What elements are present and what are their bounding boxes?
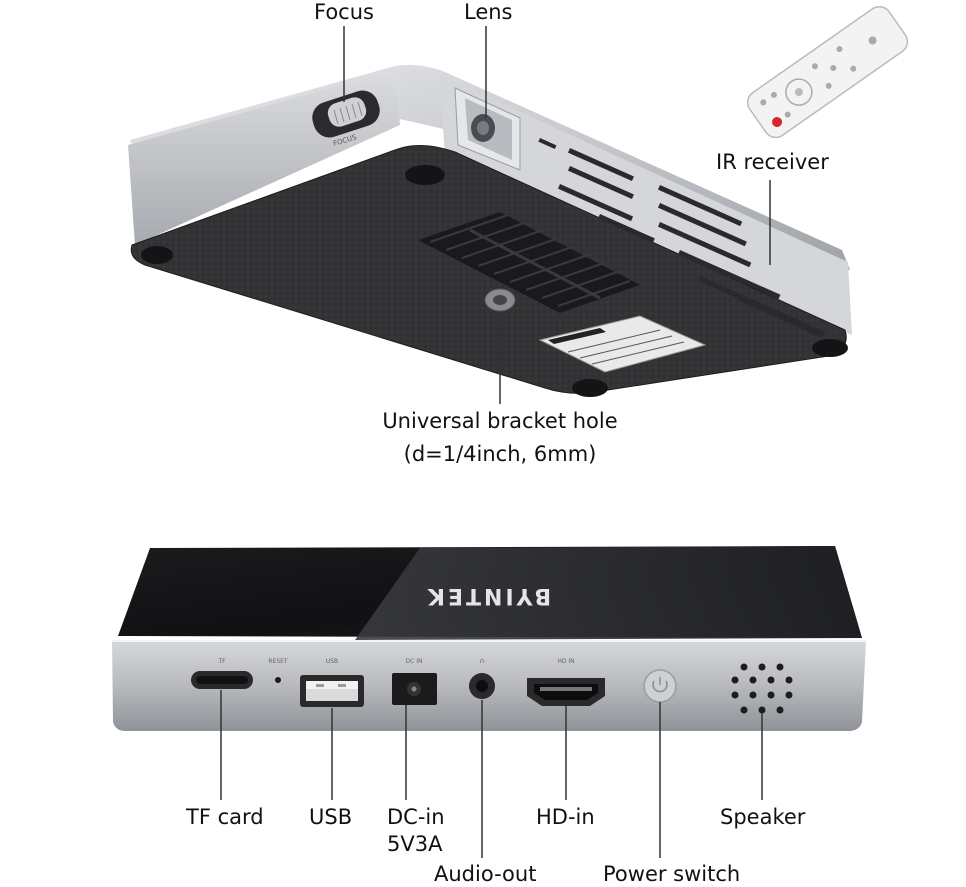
tf-card-slot: TF (191, 658, 253, 689)
power-button-icon (772, 117, 783, 128)
focus-wheel: FOCUS (312, 90, 380, 148)
power-icon (652, 680, 668, 693)
bracket-hole (484, 288, 516, 312)
dc-in-port: DC IN (392, 658, 437, 705)
port-label-dc: DC IN (406, 658, 423, 665)
port-label-tf: TF (217, 658, 226, 665)
dpad-icon (785, 78, 813, 106)
remote-control (746, 5, 909, 139)
label-ir-receiver: IR receiver (716, 150, 829, 174)
audio-jack: ∩ (469, 657, 495, 699)
label-hd-in: HD-in (536, 805, 595, 829)
reset-hole: RESET (268, 658, 288, 683)
projector-underside: FOCUS (128, 64, 852, 397)
rating-sticker (538, 315, 707, 373)
label-dc-in-rating: 5V3A (387, 832, 443, 856)
port-label-hd: HD IN (557, 658, 574, 665)
leader-lines (220, 26, 771, 858)
power-button (643, 669, 677, 703)
hd-in-port: HD IN (527, 658, 605, 706)
bottom-vent-grill (418, 212, 640, 313)
label-lens: Lens (464, 0, 513, 24)
rubber-feet (141, 165, 848, 397)
usb-port: USB (300, 658, 364, 707)
label-bracket-hole: Universal bracket hole (382, 409, 618, 433)
label-audio-out: Audio-out (434, 862, 537, 886)
port-label-usb: USB (326, 658, 338, 665)
brand-logo: BYINTEK (425, 583, 551, 608)
side-vents (538, 138, 826, 338)
label-bracket-hole-size: (d=1/4inch, 6mm) (403, 442, 597, 466)
label-dc-in: DC-in (387, 805, 445, 829)
label-usb: USB (309, 805, 353, 829)
label-power-switch: Power switch (603, 862, 741, 886)
headphone-icon: ∩ (479, 657, 484, 665)
label-speaker: Speaker (720, 805, 806, 829)
label-tf-card: TF card (186, 805, 264, 829)
label-focus: Focus (314, 0, 374, 24)
speaker-grill (731, 663, 793, 714)
lens (454, 87, 521, 171)
port-label-reset: RESET (268, 658, 288, 665)
projector-front: BYINTEK TF RESET USB (112, 546, 866, 731)
